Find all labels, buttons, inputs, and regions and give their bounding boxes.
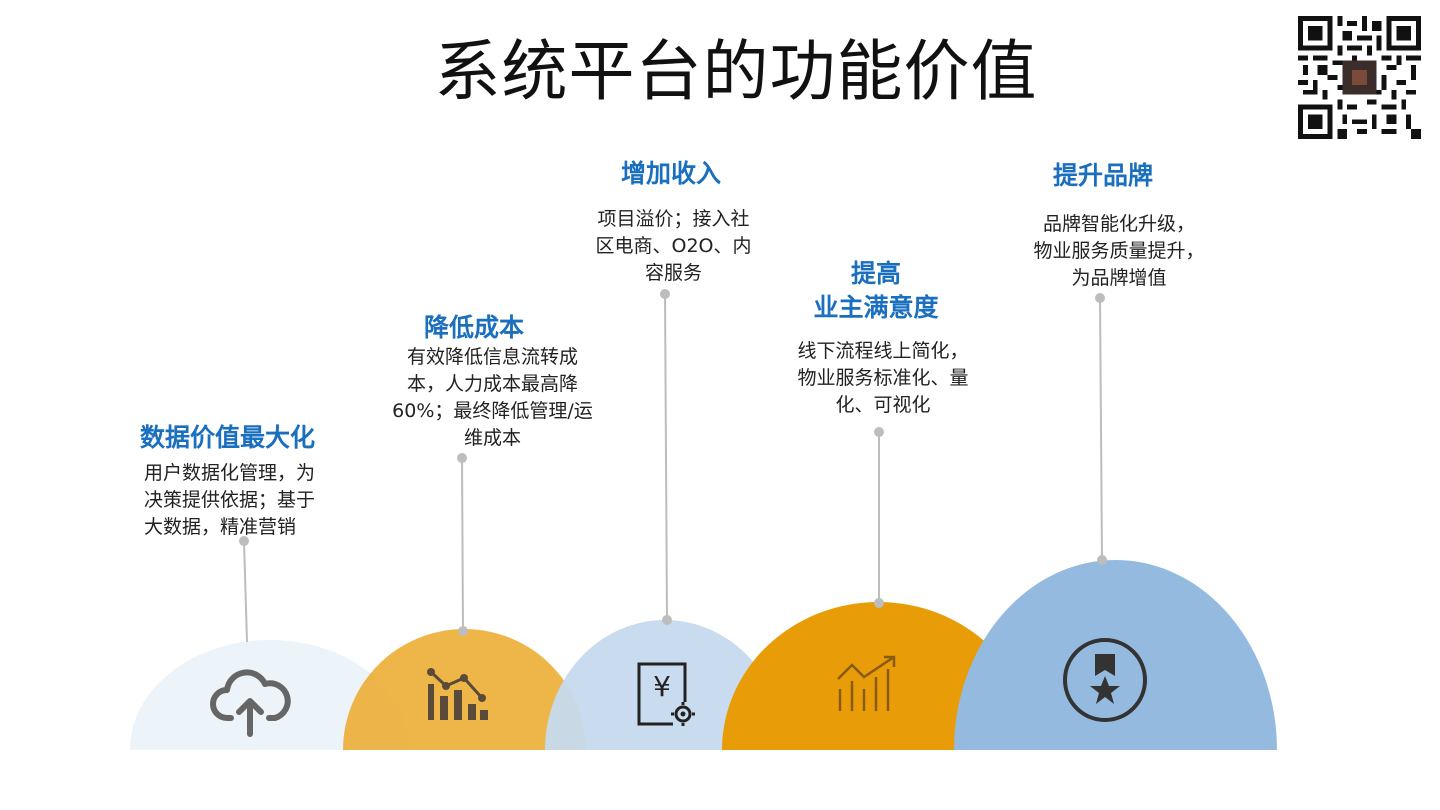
item-2-line-4: 维成本 [463,427,521,449]
item-4-line-2: 物业服务标准化、量 [797,367,969,389]
connector-dot-5-top [1095,293,1105,303]
bar-trend-chart-icon [427,668,488,720]
yuan-document-gear-icon: ¥ [637,662,695,726]
item-2-description: 有效降低信息流转成 本，人力成本最高降 60%；最终降低管理/运 维成本 [370,344,615,452]
item-1-line-1: 用户数据化管理，为 [144,462,316,484]
cloud-upload-icon [210,669,291,737]
item-3-description: 项目溢价；接入社 区电商、O2O、内 容服务 [566,206,781,287]
connector-dot-4-top [874,427,884,437]
connector-line-3 [664,293,668,621]
connector-line-5 [1099,297,1103,561]
item-2-line-1: 有效降低信息流转成 [406,346,578,368]
item-4-line-3: 化、可视化 [835,394,931,416]
connector-dot-2-top [457,453,467,463]
connector-line-2 [461,457,464,632]
item-3-line-3: 容服务 [644,262,702,284]
connector-line-1 [243,540,248,643]
star-badge-icon [1063,638,1147,722]
item-3-line-1: 项目溢价；接入社 [597,208,750,230]
connector-dot-3-top [660,289,670,299]
item-4-heading: 提高 业主满意度 [776,257,976,325]
item-2-line-2: 本，人力成本最高降 [406,373,578,395]
item-1-heading: 数据价值最大化 [140,423,316,452]
item-2-line-3: 60%；最终降低管理/运 [392,400,593,422]
item-3-heading: 增加收入 [620,159,721,188]
item-4-description: 线下流程线上简化， 物业服务标准化、量 化、可视化 [768,338,998,419]
item-5-heading: 提升品牌 [1052,161,1153,190]
item-2-heading: 降低成本 [423,313,524,342]
item-3-line-2: 区电商、O2O、内 [595,235,752,257]
item-5-line-3: 为品牌增值 [1071,267,1167,289]
item-4-line-1: 线下流程线上简化， [797,340,969,362]
item-1-line-2: 决策提供依据；基于 [144,489,316,511]
rising-line-chart-icon [837,655,896,711]
page-title: 系统平台的功能价值 [434,33,1038,110]
item-5-line-2: 物业服务质量提升， [1033,240,1205,262]
item-4-heading-line-1: 提高 [850,259,901,288]
item-4-heading-line-2: 业主满意度 [813,293,939,322]
item-1-description: 用户数据化管理，为 决策提供依据；基于 大数据，精准营销 [144,460,315,541]
item-1-line-3: 大数据，精准营销 [144,516,297,538]
svg-text:¥: ¥ [653,670,671,703]
item-5-description: 品牌智能化升级， 物业服务质量提升， 为品牌增值 [1000,211,1238,292]
qr-code-icon [1298,16,1421,139]
item-5-line-1: 品牌智能化升级， [1042,213,1195,235]
